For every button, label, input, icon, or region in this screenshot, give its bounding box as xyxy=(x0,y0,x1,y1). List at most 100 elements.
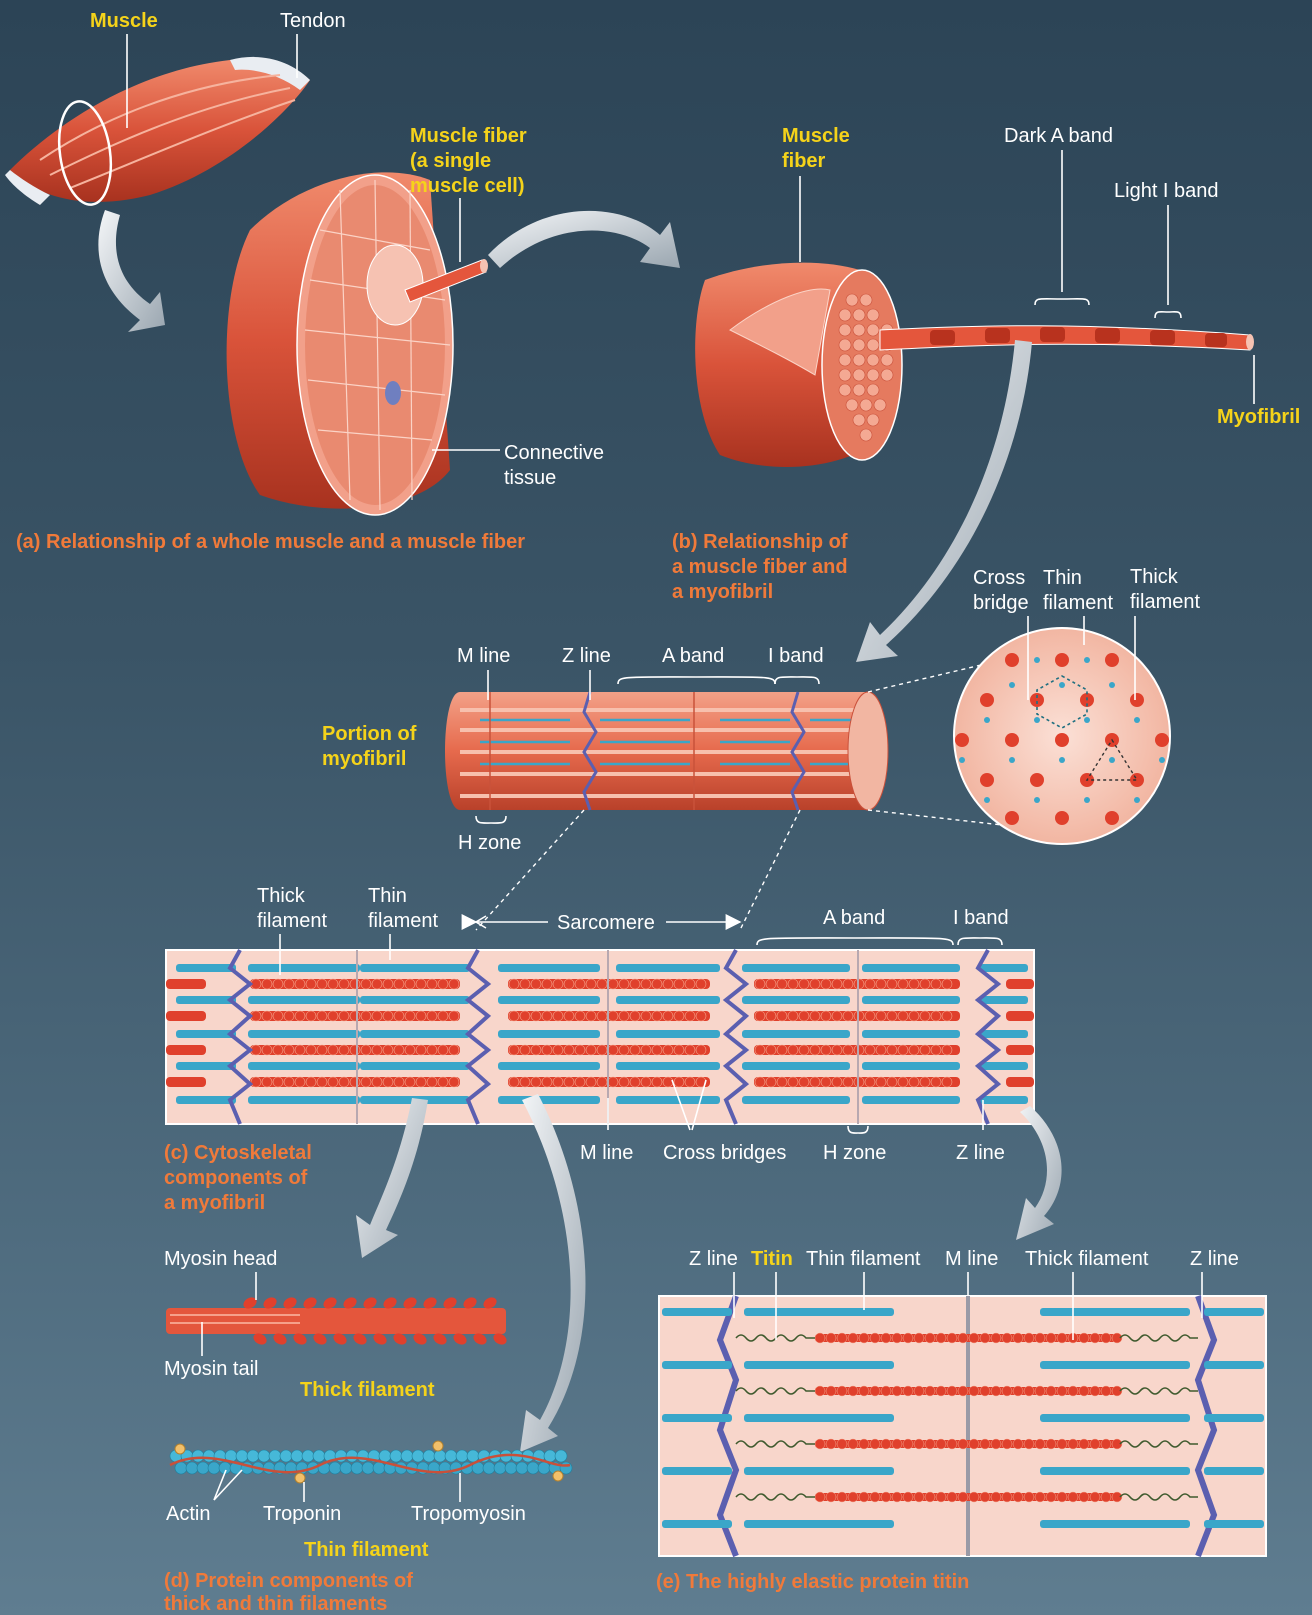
myosin-head xyxy=(619,1045,629,1055)
myosin-head xyxy=(788,1077,798,1087)
myosin-head xyxy=(350,1011,360,1021)
muscle-cross-section-illustration xyxy=(227,172,488,515)
thick-filament xyxy=(166,1011,206,1021)
titin-schematic xyxy=(659,1296,1266,1556)
z-line-label: Z line xyxy=(562,645,611,667)
myosin-head xyxy=(859,1439,869,1449)
z-line-c-label: Z line xyxy=(956,1142,1005,1164)
myosin-head xyxy=(564,1077,574,1087)
myosin-head xyxy=(1013,1333,1023,1343)
myosin-head xyxy=(887,979,897,989)
thin-filament-d-label: Thin filament xyxy=(304,1539,429,1561)
myosin-head xyxy=(251,1077,261,1087)
myosin-head xyxy=(427,979,437,989)
myosin-head xyxy=(564,979,574,989)
myosin-head xyxy=(958,1492,968,1502)
myosin-head xyxy=(663,1011,673,1021)
thin-filament xyxy=(980,964,1028,972)
myosin-head xyxy=(914,1492,924,1502)
thin-filament xyxy=(360,1030,470,1038)
myosin-head xyxy=(586,1011,596,1021)
panel-e: Z line Titin Thin filament M line Thick … xyxy=(656,1248,1266,1593)
myosin-head xyxy=(597,979,607,989)
myosin-head xyxy=(843,1077,853,1087)
myosin-head xyxy=(449,1011,459,1021)
myosin-head xyxy=(542,1045,552,1055)
thick-filament xyxy=(1006,1045,1034,1055)
actin-bead xyxy=(346,1450,358,1462)
dark-a-band-label: Dark A band xyxy=(1004,125,1113,147)
myosin-head xyxy=(881,1386,891,1396)
thin-filament xyxy=(498,1030,600,1038)
myosin-head xyxy=(372,1045,382,1055)
myosin-head xyxy=(1068,1492,1078,1502)
myosin-head xyxy=(416,1045,426,1055)
myosin-head-label: Myosin head xyxy=(164,1248,277,1270)
myosin-head xyxy=(641,1045,651,1055)
thin-filament-label-1: Thin xyxy=(1043,567,1082,589)
panel-c-caption-2: components of xyxy=(164,1167,308,1189)
myosin-head xyxy=(887,1077,897,1087)
myosin-head xyxy=(892,1386,902,1396)
myosin-head xyxy=(942,1077,952,1087)
myosin-head xyxy=(755,979,765,989)
myosin-head xyxy=(262,1045,272,1055)
myosin-head xyxy=(553,1011,563,1021)
myosin-head xyxy=(909,1011,919,1021)
actin-bead xyxy=(445,1450,457,1462)
myosin-head xyxy=(350,1045,360,1055)
panel-d-caption-1: (d) Protein components of xyxy=(164,1570,413,1592)
thin-filament xyxy=(498,1096,600,1104)
myosin-head xyxy=(991,1333,1001,1343)
myosin-head xyxy=(837,1439,847,1449)
myosin-head xyxy=(815,1439,825,1449)
actin-bead xyxy=(544,1450,556,1462)
myosin-head xyxy=(273,1077,283,1087)
actin-bead xyxy=(291,1450,303,1462)
myosin-head xyxy=(405,1077,415,1087)
actin-bead xyxy=(302,1450,314,1462)
myosin-head xyxy=(405,979,415,989)
myosin-head xyxy=(1002,1386,1012,1396)
myosin-head xyxy=(815,1386,825,1396)
myosin-head xyxy=(936,1386,946,1396)
myosin-head xyxy=(1079,1439,1089,1449)
myosin-head xyxy=(837,1386,847,1396)
whole-muscle-illustration xyxy=(5,57,310,208)
myosin-head xyxy=(449,1045,459,1055)
myosin-head xyxy=(520,979,530,989)
actin-bead xyxy=(192,1450,204,1462)
myosin-head xyxy=(1013,1386,1023,1396)
myosin-tail-label: Myosin tail xyxy=(164,1358,258,1380)
portion-of-myofibril: Portion of myofibril M line Z line A ban… xyxy=(322,566,1200,930)
myosin-head xyxy=(273,1045,283,1055)
myosin-head xyxy=(903,1333,913,1343)
myosin-head xyxy=(969,1386,979,1396)
h-zone-label: H zone xyxy=(458,832,521,854)
myosin-head xyxy=(848,1333,858,1343)
myosin-head xyxy=(350,1077,360,1087)
myosin-head xyxy=(696,1011,706,1021)
myosin-head xyxy=(328,979,338,989)
myosin-head xyxy=(826,1386,836,1396)
myosin-head xyxy=(619,979,629,989)
myosin-head xyxy=(777,1045,787,1055)
myosin-head xyxy=(870,1333,880,1343)
myosin-head xyxy=(969,1492,979,1502)
thin-filament xyxy=(744,1308,894,1316)
myosin-head xyxy=(652,1011,662,1021)
thin-filament xyxy=(662,1520,732,1528)
thin-filament xyxy=(616,1030,720,1038)
myosin-head xyxy=(837,1492,847,1502)
myosin-head xyxy=(843,1045,853,1055)
actin-bead xyxy=(329,1462,341,1474)
myosin-head xyxy=(306,1077,316,1087)
thin-filament xyxy=(498,1062,600,1070)
muscle-fiber-illustration xyxy=(695,263,1254,467)
myosin-head xyxy=(920,1045,930,1055)
thin-filament xyxy=(248,1062,360,1070)
thin-filament xyxy=(742,1096,850,1104)
thin-filament xyxy=(862,964,960,972)
myosin-head xyxy=(361,979,371,989)
myosin-head xyxy=(848,1492,858,1502)
